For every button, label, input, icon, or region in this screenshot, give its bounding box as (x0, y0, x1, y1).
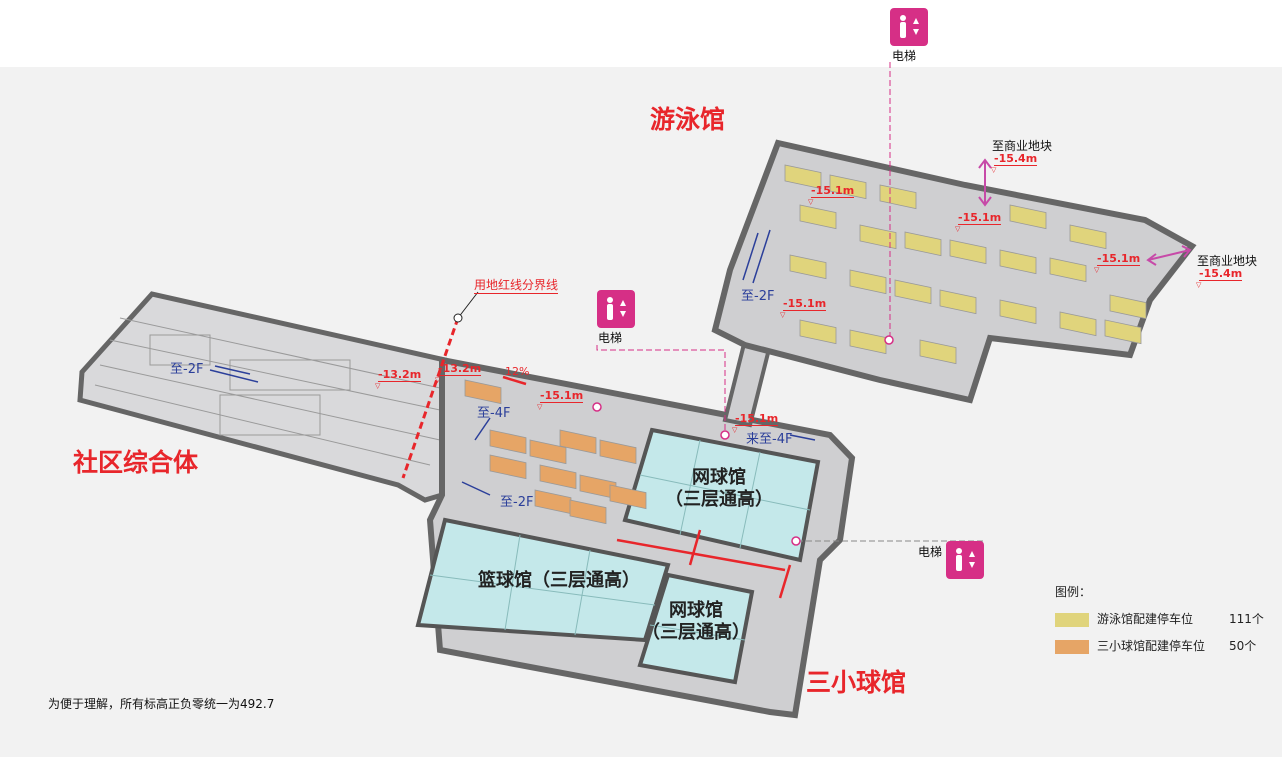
footnote: 为便于理解，所有标高正负零统一为492.7 (48, 697, 275, 711)
parking-stall (919, 339, 957, 365)
parking-stall (1069, 224, 1107, 250)
tennis-court-bottom-label: 网球馆（三层通高） (642, 600, 750, 643)
ball-halls-title: 三小球馆 (806, 668, 907, 697)
parking-stall (849, 329, 887, 355)
parking-stall (999, 249, 1037, 275)
elevation-label: -13.2m (375, 369, 422, 392)
ramp-label: 来至-4F (746, 432, 793, 447)
parking-stall (894, 279, 932, 305)
elevator-icon (890, 8, 928, 46)
legend-swatch (1055, 639, 1089, 654)
elevation-label: -15.1m (537, 390, 584, 413)
swimming-title: 游泳馆 (650, 105, 726, 134)
parking-stall (569, 499, 607, 525)
parking-stall (1049, 257, 1087, 283)
basketball-court (415, 517, 671, 643)
legend-count: 50个 (1229, 639, 1257, 653)
parking-stall (1009, 204, 1047, 230)
parking-stall (529, 439, 567, 465)
community-title: 社区综合体 (73, 448, 199, 477)
ramp-label: 至-2F (500, 495, 534, 510)
parking-stall (904, 231, 942, 257)
parking-stall (539, 464, 577, 490)
to-commercial-label: 至商业地块 (992, 139, 1053, 153)
legend-label: 三小球馆配建停车位 (1097, 639, 1206, 653)
legend-item: 三小球馆配建停车位 50个 (1055, 637, 1264, 654)
legend-swatch (1055, 612, 1089, 627)
parking-stall (939, 289, 977, 315)
parking-stall (789, 254, 827, 280)
parking-stall (784, 164, 822, 190)
parking-stall (609, 484, 647, 510)
parking-stall (999, 299, 1037, 325)
to-commercial-label: 至商业地块 (1197, 254, 1258, 268)
slope-label: 12% (505, 365, 530, 378)
elevator-icon (946, 541, 984, 579)
ramp-label: 至-4F (477, 406, 511, 421)
parking-stall (1104, 319, 1142, 345)
ramp-label: 至-2F (741, 289, 775, 304)
ramp-label: 至-2F (170, 362, 204, 377)
boundary-line (401, 317, 460, 479)
parking-stall (1059, 311, 1097, 337)
parking-stall (559, 429, 597, 455)
legend-title: 图例： (1055, 585, 1092, 599)
elevator-label: 电梯 (892, 49, 917, 63)
elevation-label: -15.1m (808, 185, 855, 208)
parking-stall (1109, 294, 1147, 320)
parking-stall (949, 239, 987, 265)
elevation-label: -15.1m (955, 212, 1002, 235)
parking-stall (489, 429, 527, 455)
elevator-label: 电梯 (918, 545, 943, 559)
parking-stall (799, 319, 837, 345)
elevation-label: -13.2m (435, 363, 482, 386)
blue-arrows (209, 229, 816, 496)
parking-stall (599, 439, 637, 465)
elevator-label: 电梯 (598, 331, 623, 345)
legend-item: 游泳馆配建停车位 111个 (1055, 610, 1264, 627)
parking-stall (489, 454, 527, 480)
legend: 图例： 游泳馆配建停车位 111个 三小球馆配建停车位 50个 (1055, 583, 1264, 654)
magenta-arrows (978, 158, 1192, 266)
court-grid (429, 439, 811, 641)
red-arrows (502, 375, 792, 599)
elevator-icon (597, 290, 635, 328)
tennis-court-top-label: 网球馆（三层通高） (665, 467, 773, 510)
parking-stall (464, 379, 502, 405)
parking-stall (849, 269, 887, 295)
elevation-label: -15.1m (780, 298, 827, 321)
legend-label: 游泳馆配建停车位 (1097, 612, 1194, 626)
elevation-label: -15.1m (1094, 253, 1141, 276)
tennis-court-bottom (637, 572, 755, 685)
parking-stall (859, 224, 897, 250)
elevation-label: -15.4m (1196, 268, 1243, 291)
parking-stall (799, 204, 837, 230)
parking-stall (879, 184, 917, 210)
community-wing (77, 291, 448, 503)
elevation-label: -15.1m (732, 413, 779, 436)
basketball-court-label: 篮球馆（三层通高） (478, 570, 640, 591)
legend-count: 111个 (1229, 612, 1264, 626)
parking-stalls (464, 164, 1147, 525)
boundary-label: 用地红线分界线 (474, 278, 559, 294)
elevation-label: -15.4m (991, 153, 1038, 176)
